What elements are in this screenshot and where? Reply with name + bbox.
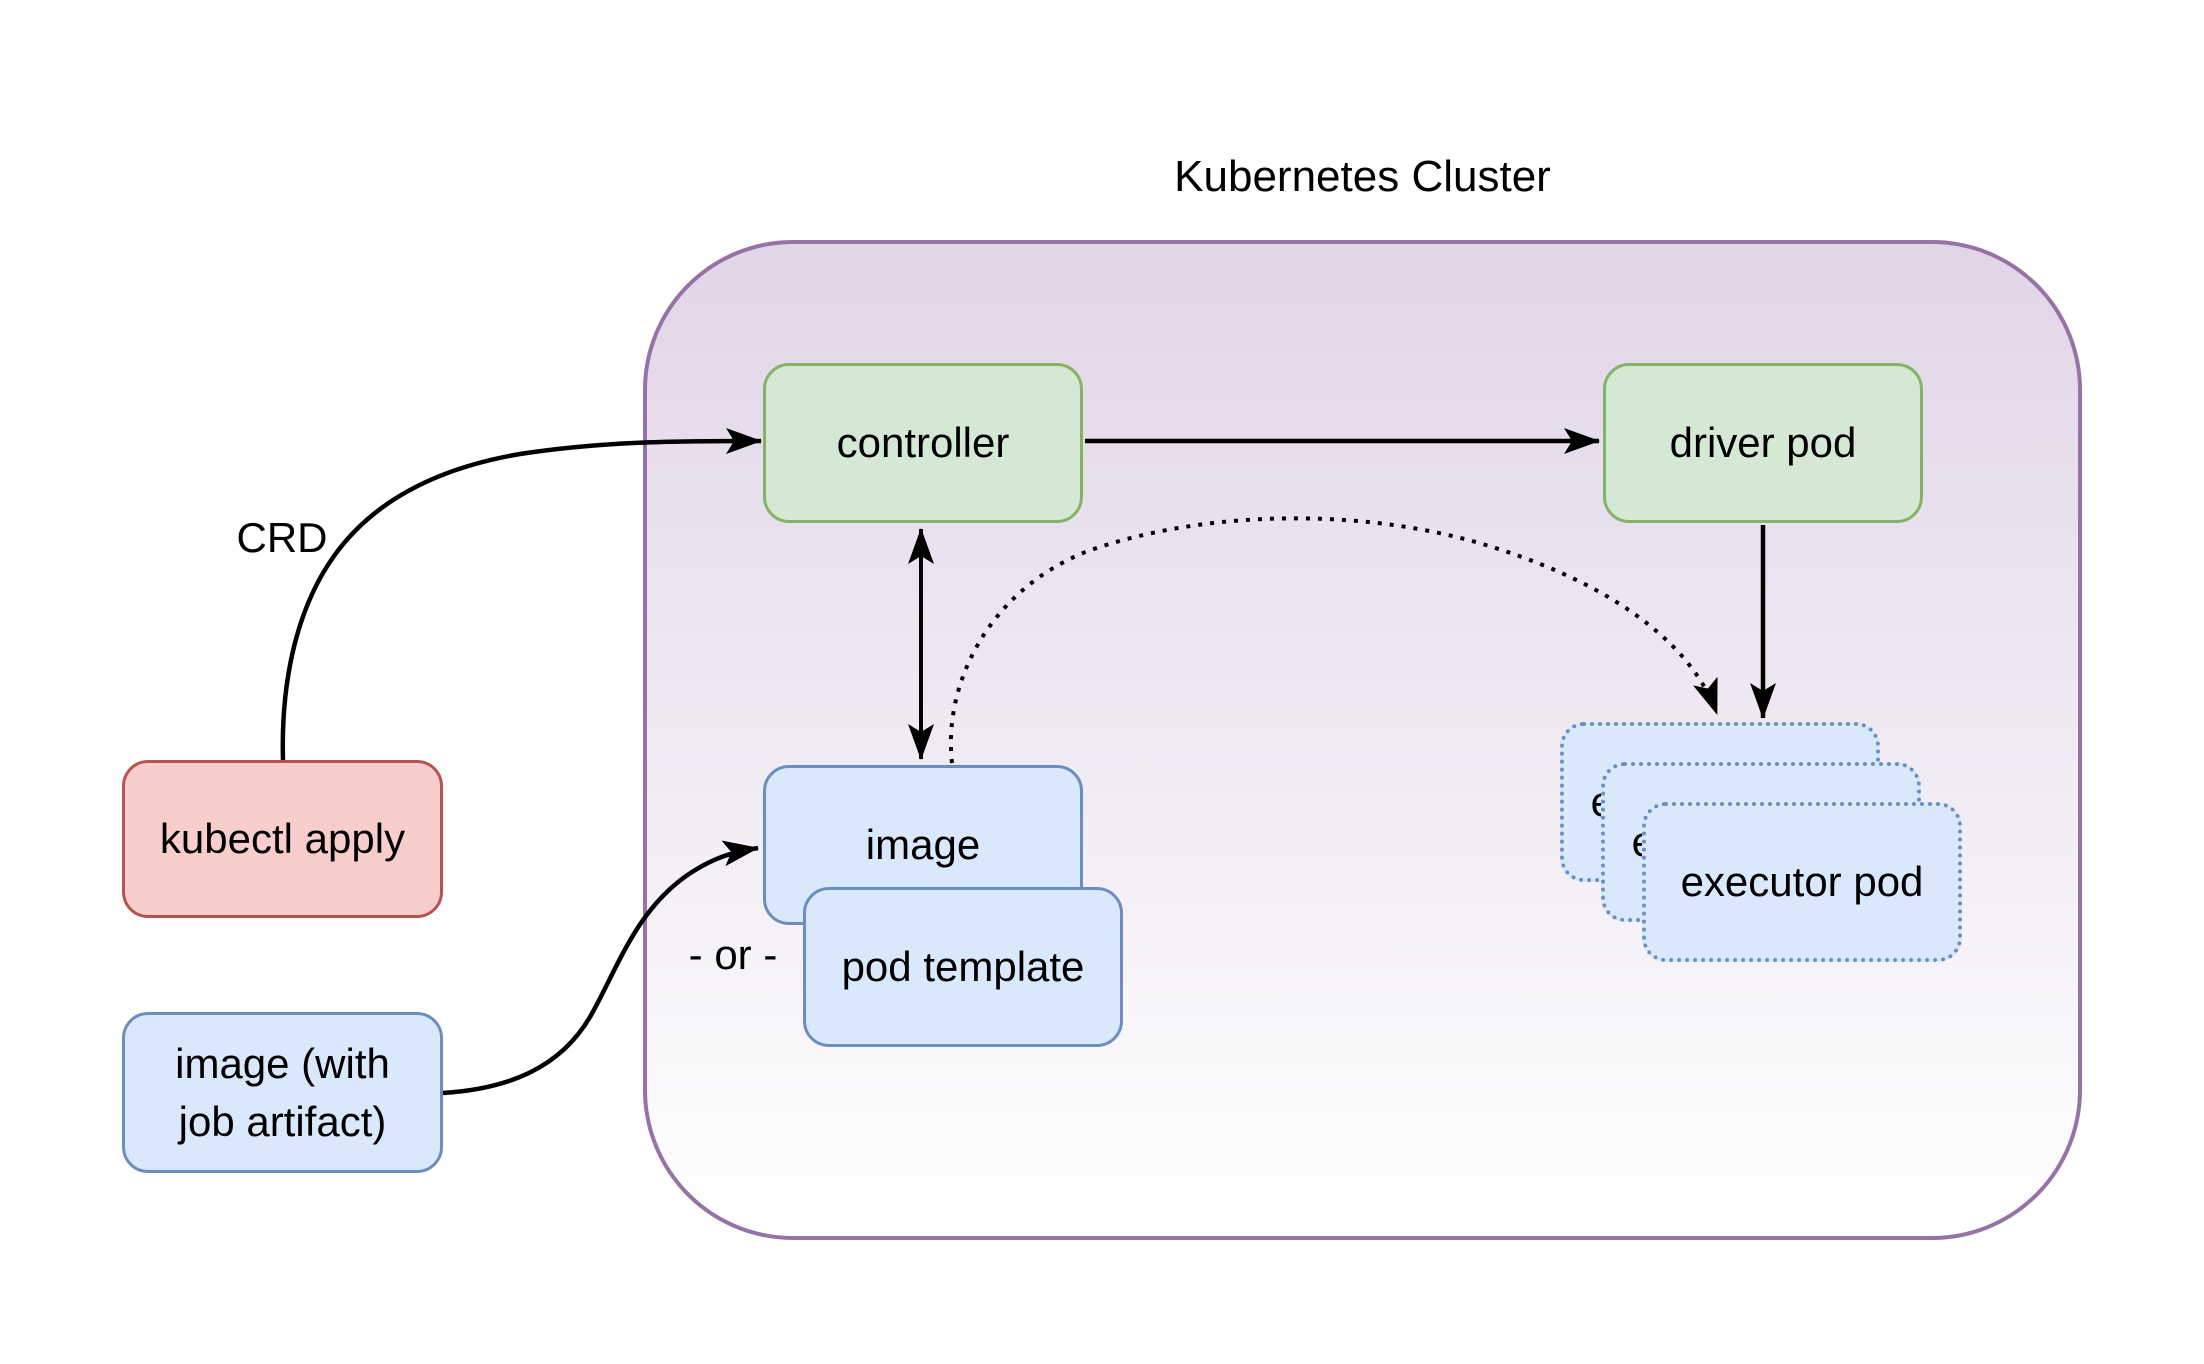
node-label: executor pod [1680,858,1924,906]
node-executor-pod-3: executor pod [1642,802,1962,962]
node-controller: controller [763,363,1083,523]
node-pod-template: pod template [803,887,1123,1047]
or-alternative-label: - or - [688,931,778,978]
node-driver-pod: driver pod [1603,363,1923,523]
node-label: controller [836,419,1010,467]
node-label: driver pod [1669,419,1857,467]
crd-edge-label: CRD [236,514,328,561]
node-label: kubectl apply [159,815,406,863]
node-label: image [865,821,981,869]
node-label: pod template [841,943,1085,991]
node-label: image (with job artifact) [175,1039,390,1145]
node-image-with-job-artifact: image (with job artifact) [122,1012,443,1173]
node-kubectl-apply: kubectl apply [122,760,443,918]
cluster-title: Kubernetes Cluster [1174,152,1551,201]
